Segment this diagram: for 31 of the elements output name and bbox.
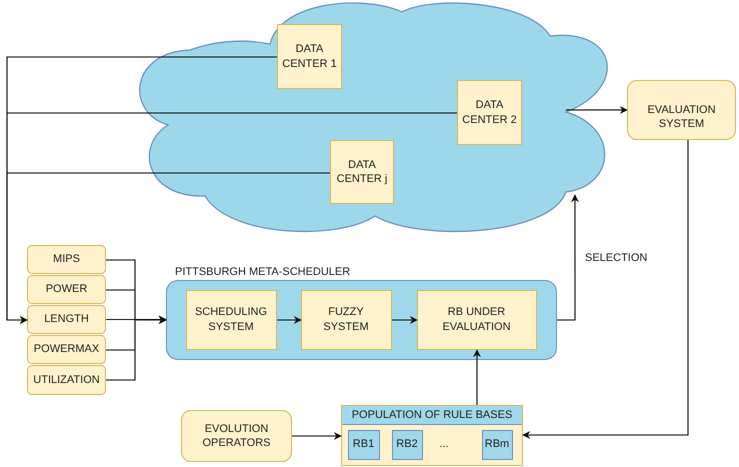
process-box: SCHEDULING SYSTEM — [186, 290, 276, 350]
arrow — [557, 194, 579, 321]
parameter-box: POWERMAX — [27, 335, 106, 364]
data-center-box: DATA CENTER 2 — [457, 80, 522, 145]
arrow — [277, 316, 302, 324]
data-center-box: DATA CENTER j — [330, 140, 394, 204]
data-center-box: DATA CENTER 1 — [277, 24, 342, 89]
container-heading: POPULATION OF RULE BASES — [342, 406, 522, 425]
parameter-box: MIPS — [27, 245, 106, 274]
edge-label: SELECTION — [583, 252, 650, 264]
arrow — [392, 316, 418, 324]
arrow — [106, 316, 167, 381]
rule-base-box: RBm — [482, 430, 512, 460]
rule-base-box: RB2 — [392, 430, 422, 460]
arrow — [292, 432, 342, 440]
arrow — [473, 349, 481, 405]
arrow — [106, 316, 167, 324]
parameter-box: POWER — [27, 275, 106, 304]
process-box: EVOLUTION OPERATORS — [181, 410, 292, 462]
evaluation-system-box: EVALUATION SYSTEM — [627, 80, 736, 140]
ellipsis-label: ... — [440, 436, 449, 451]
process-box: RB UNDER EVALUATION — [416, 290, 536, 350]
population-container — [341, 405, 523, 466]
arrow — [6, 172, 330, 324]
parameter-box: LENGTH — [27, 305, 106, 334]
arrow — [566, 106, 628, 114]
parameter-box: UTILIZATION — [27, 365, 106, 395]
arrow — [522, 140, 689, 439]
rule-base-box: RB1 — [348, 430, 380, 460]
process-box: FUZZY SYSTEM — [300, 290, 392, 350]
container-heading: PITTSBURGH META-SCHEDULER — [175, 265, 350, 280]
